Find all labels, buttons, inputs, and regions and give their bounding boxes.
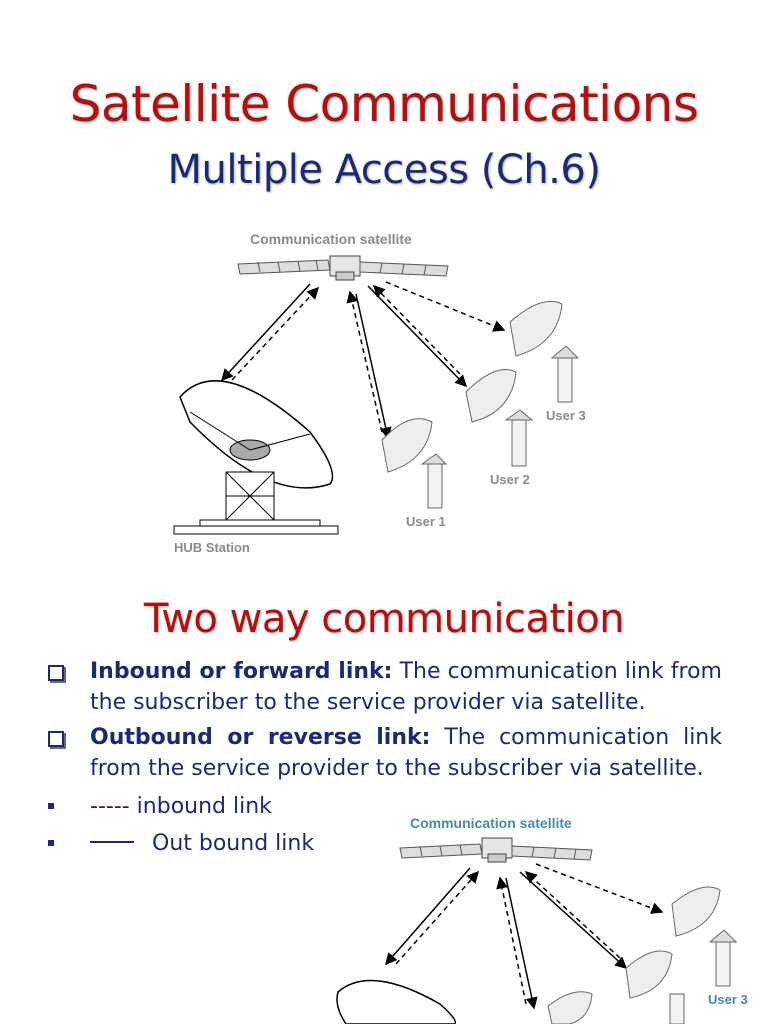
user1-label: User 1 [406, 514, 446, 529]
legend-text: ----- inbound link [90, 794, 272, 819]
legend-text: Out bound link [152, 831, 315, 856]
solid-line-icon [90, 841, 134, 843]
bullet-list: Inbound or forward link: The communicati… [46, 656, 722, 862]
definition-text: The communication link from the subscrib… [90, 659, 722, 715]
hub-label: HUB Station [174, 540, 250, 555]
hub-dish-icon [336, 979, 457, 1024]
satellite-label: Communication satellite [250, 231, 412, 247]
slide-title: Satellite Communications [69, 75, 699, 133]
user-dish-icon [625, 950, 685, 1024]
definition-text: The communication link from the service … [90, 725, 722, 781]
diagram-top: Communication satellite HUB Station [160, 222, 600, 562]
hub-dish-icon [173, 380, 339, 535]
slide-subtitle: Multiple Access (Ch.6) [167, 147, 601, 193]
user3-label: User 3 [708, 992, 748, 1007]
section-heading: Two way communication [143, 596, 625, 642]
checkbox-bullet-icon [48, 731, 64, 747]
user1-dish-icon [381, 418, 448, 509]
user2-label: User 2 [490, 472, 530, 487]
square-bullet-icon [48, 840, 54, 846]
user2-dish-icon [465, 369, 534, 467]
satellite-icon [399, 837, 593, 863]
checkbox-bullet-icon [48, 665, 64, 681]
definition-outbound: Outbound or reverse link: The communicat… [46, 722, 722, 784]
legend-inbound: ----- inbound link [46, 788, 722, 825]
definition-term: Inbound or forward link: [90, 659, 393, 684]
user-dish-icon [547, 991, 593, 1024]
user3-dish-icon [509, 300, 580, 403]
diagram-bottom: Communication satellite [330, 808, 768, 1024]
user-dish-icon [671, 886, 738, 987]
satellite-label: Communication satellite [410, 815, 572, 831]
user3-label: User 3 [546, 408, 586, 423]
legend-outbound: Out bound link [46, 825, 722, 862]
satellite-icon [237, 255, 449, 281]
definition-term: Outbound or reverse link: [90, 725, 431, 750]
definition-inbound: Inbound or forward link: The communicati… [46, 656, 722, 718]
square-bullet-icon [48, 803, 54, 809]
